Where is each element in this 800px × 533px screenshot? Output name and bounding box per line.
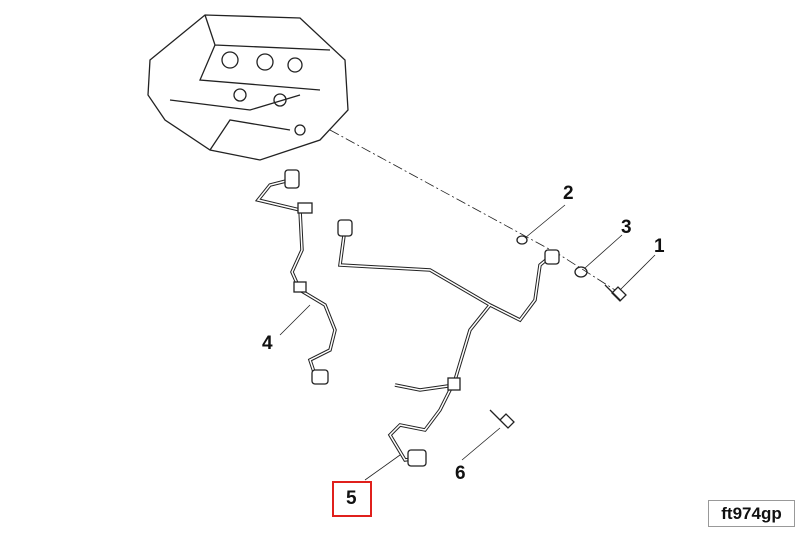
center-line bbox=[329, 129, 616, 291]
harness-4 bbox=[254, 169, 337, 385]
callout-1[interactable]: 1 bbox=[654, 236, 665, 257]
callout-5[interactable]: 5 bbox=[346, 488, 357, 509]
bolt-6 bbox=[489, 409, 515, 429]
callout-2[interactable]: 2 bbox=[563, 183, 574, 204]
cylinder-head bbox=[147, 14, 349, 161]
figure-reference: ft974gp bbox=[708, 500, 795, 527]
highlight-box bbox=[332, 481, 372, 517]
callout-3[interactable]: 3 bbox=[621, 217, 632, 238]
bolt-1 bbox=[604, 284, 627, 302]
washer-3 bbox=[574, 266, 588, 278]
harness-5 bbox=[337, 219, 560, 467]
leader-lines bbox=[279, 204, 656, 481]
callout-6[interactable]: 6 bbox=[455, 463, 466, 484]
washer-2 bbox=[516, 235, 528, 245]
callout-4[interactable]: 4 bbox=[262, 333, 273, 354]
